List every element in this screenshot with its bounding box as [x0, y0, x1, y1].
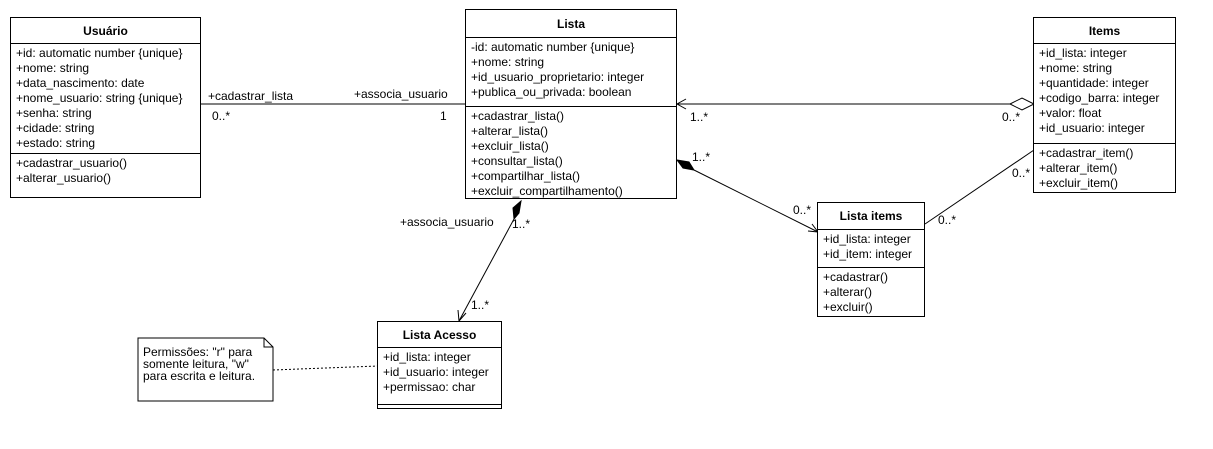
operation-row: +cadastrar_usuario() [16, 156, 128, 170]
class-usuario[interactable]: Usuário +id: automatic number {unique} +… [10, 17, 201, 198]
attribute-row: +id_lista: integer [1039, 46, 1127, 60]
class-title: Lista items [818, 203, 924, 230]
multiplicity-label: 1..* [692, 150, 711, 164]
multiplicity-label: 1 [440, 109, 447, 123]
multiplicity-label: 1..* [512, 217, 531, 231]
class-title: Usuário [11, 18, 200, 44]
attribute-row: -id: automatic number {unique} [471, 40, 635, 54]
class-title: Lista Acesso [378, 322, 501, 348]
operations-compartment: +cadastrar() +alterar() +excluir() [818, 268, 924, 317]
multiplicity-label: 1..* [471, 298, 490, 312]
aggregation-diamond-items [1008, 97, 1036, 111]
attribute-row: +publica_ou_privada: boolean [471, 85, 632, 99]
operation-row: +cadastrar_item() [1039, 146, 1134, 160]
note-text: Permissões: "r" para somente leitura, "w… [143, 346, 255, 382]
operation-row: +consultar_lista() [471, 154, 563, 168]
attribute-row: +id_usuario_proprietario: integer [471, 70, 645, 84]
attribute-row: +nome: string [1039, 61, 1113, 75]
role-label-cadastrar-lista: +cadastrar_lista [208, 89, 294, 103]
operations-compartment: +cadastrar_item() +alterar_item() +exclu… [1034, 144, 1175, 193]
multiplicity-label: 0..* [212, 109, 231, 123]
attribute-row: +valor: float [1039, 106, 1102, 120]
assoc-items-listaitems [924, 149, 1035, 225]
attributes-compartment: +id: automatic number {unique} +nome: st… [11, 44, 200, 154]
attributes-compartment: +id_lista: integer +id_usuario: integer … [378, 348, 501, 405]
operation-row: +excluir_compartilhamento() [471, 184, 623, 198]
note-anchor-line [272, 365, 379, 371]
note-line: Permissões: "r" para [143, 345, 253, 359]
attribute-row: +data_nascimento: date [16, 76, 145, 90]
operation-row: +alterar_lista() [471, 124, 549, 138]
attribute-row: +estado: string [16, 136, 96, 150]
multiplicity-label: 0..* [938, 213, 957, 227]
note-shape [137, 337, 274, 402]
multiplicity-label: 0..* [793, 203, 812, 217]
composition-lista-acesso [458, 218, 515, 322]
note-fold [263, 338, 273, 348]
attributes-compartment: +id_lista: integer +id_item: integer [818, 230, 924, 268]
class-title: Items [1034, 18, 1175, 44]
operations-compartment: +cadastrar_usuario() +alterar_usuario() [11, 154, 200, 188]
operation-row: +excluir_lista() [471, 139, 549, 153]
operation-row: +cadastrar_lista() [471, 109, 565, 123]
note-line: somente leitura, "w" [143, 357, 249, 371]
operation-row: +alterar_usuario() [16, 171, 112, 185]
multiplicity-label: 0..* [1002, 110, 1021, 124]
operation-row: +alterar_item() [1039, 161, 1118, 175]
multiplicity-label: 0..* [1012, 166, 1031, 180]
role-label-associa-usuario: +associa_usuario [354, 87, 448, 101]
attributes-compartment: -id: automatic number {unique} +nome: st… [466, 38, 676, 107]
class-items[interactable]: Items +id_lista: integer +nome: string +… [1033, 17, 1176, 193]
class-lista-acesso[interactable]: Lista Acesso +id_lista: integer +id_usua… [377, 321, 502, 409]
attribute-row: +id_item: integer [823, 247, 913, 261]
class-title: Lista [466, 10, 676, 38]
attribute-row: +nome_usuario: string {unique} [16, 91, 183, 105]
attribute-row: +nome: string [16, 61, 90, 75]
attribute-row: +senha: string [16, 106, 92, 120]
composition-lista-listaitems [693, 169, 819, 233]
attribute-row: +id_usuario: integer [383, 365, 489, 379]
role-label-associa-usuario: +associa_usuario [400, 215, 494, 229]
class-lista[interactable]: Lista -id: automatic number {unique} +no… [465, 9, 677, 199]
attributes-compartment: +id_lista: integer +nome: string +quanti… [1034, 44, 1175, 144]
operation-row: +excluir_item() [1039, 176, 1119, 190]
operation-row: +alterar() [823, 285, 873, 299]
operation-row: +excluir() [823, 300, 873, 314]
attribute-row: +nome: string [471, 55, 545, 69]
operation-row: +compartilhar_lista() [471, 169, 581, 183]
arrow-open-lista [675, 98, 687, 110]
operations-compartment [378, 405, 501, 409]
operations-compartment: +cadastrar_lista() +alterar_lista() +exc… [466, 107, 676, 201]
note-line: para escrita e leitura. [143, 369, 256, 383]
attribute-row: +id: automatic number {unique} [16, 46, 183, 60]
attribute-row: +id_lista: integer [383, 350, 471, 364]
multiplicity-label: 1..* [690, 110, 709, 124]
attribute-row: +id_usuario: integer [1039, 121, 1145, 135]
operation-row: +cadastrar() [823, 270, 889, 284]
attribute-row: +id_lista: integer [823, 232, 911, 246]
attribute-row: +cidade: string [16, 121, 95, 135]
class-lista-items[interactable]: Lista items +id_lista: integer +id_item:… [817, 202, 925, 317]
attribute-row: +quantidade: integer [1039, 76, 1149, 90]
attribute-row: +codigo_barra: integer [1039, 91, 1160, 105]
attribute-row: +permissao: char [383, 380, 476, 394]
